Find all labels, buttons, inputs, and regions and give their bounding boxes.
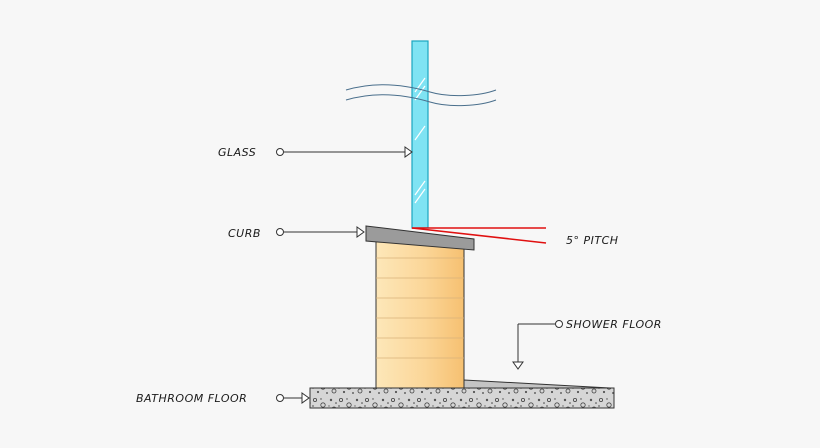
bathroom-floor-slab bbox=[309, 387, 615, 409]
glass-label: GLASS bbox=[218, 146, 256, 159]
arrow-right-icon bbox=[404, 146, 413, 158]
callout-dot bbox=[276, 228, 284, 236]
glass-glare-mark bbox=[414, 77, 426, 93]
glass-glare-mark bbox=[414, 188, 426, 204]
glass-callout: GLASS bbox=[218, 146, 413, 159]
glass-glare-mark bbox=[414, 85, 426, 101]
arrow-right-icon bbox=[301, 392, 310, 404]
curb-cap bbox=[365, 225, 475, 251]
arrow-down-icon bbox=[512, 361, 524, 370]
pitch-label: 5° PITCH bbox=[566, 234, 619, 247]
glass-glare-mark bbox=[414, 180, 426, 196]
glass-glare-mark bbox=[414, 125, 426, 141]
callout-dot bbox=[555, 320, 563, 328]
bathroom-floor-label: BATHROOM FLOOR bbox=[136, 392, 247, 405]
shower-floor-label: SHOWER FLOOR bbox=[566, 318, 662, 331]
bathroom-floor-callout: BATHROOM FLOOR bbox=[136, 392, 310, 405]
callout-dot bbox=[276, 148, 284, 156]
curb-body bbox=[375, 237, 465, 389]
shower-floor-wedge bbox=[463, 379, 611, 389]
shower-floor-callout: SHOWER FLOOR bbox=[512, 318, 662, 370]
curb-callout: CURB bbox=[228, 226, 365, 240]
break-lines bbox=[345, 84, 497, 107]
arrow-right-icon bbox=[356, 226, 365, 238]
glass-panel bbox=[411, 40, 429, 229]
callout-dot bbox=[276, 394, 284, 402]
pitch-indicator bbox=[411, 227, 547, 244]
curb-label: CURB bbox=[228, 227, 261, 240]
